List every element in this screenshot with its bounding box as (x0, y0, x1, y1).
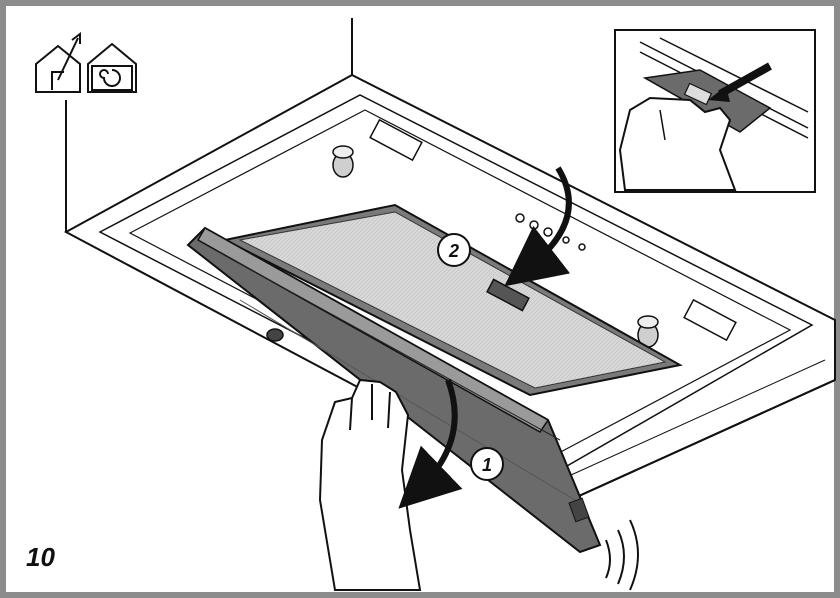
motion-marks (605, 519, 639, 591)
recirculation-mode-icon (87, 42, 137, 93)
ducted-mode-icon (35, 32, 81, 93)
hand-illustration (318, 378, 422, 591)
upper-grease-filter (221, 203, 683, 397)
wall-lines (65, 18, 353, 232)
arrow-step-2 (504, 166, 572, 287)
arrow-step-1 (398, 378, 463, 509)
badge-step-1: 1 (470, 447, 504, 481)
badge-step-2: 2 (437, 233, 471, 267)
badge-step-1-label: 1 (482, 455, 492, 475)
housing-details (332, 118, 737, 348)
inset-detail (614, 29, 816, 193)
badge-step-2-label: 2 (448, 241, 459, 261)
step-number-label: 10 (26, 542, 55, 572)
